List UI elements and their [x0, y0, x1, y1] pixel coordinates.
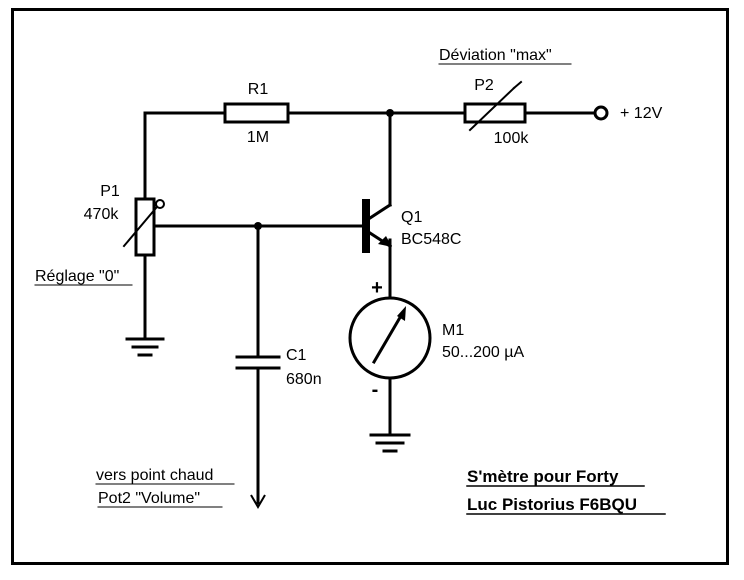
diagram-border	[11, 8, 729, 565]
p1-value: 470k	[84, 206, 120, 223]
ground-symbol	[369, 433, 411, 453]
m1-label: M1	[442, 322, 464, 339]
p1-title: Réglage "0"	[35, 268, 119, 285]
m1-range: 50...200 µA	[442, 344, 524, 361]
p2-value: 100k	[494, 130, 530, 147]
potentiometer-p1	[122, 197, 165, 257]
supply-terminal	[593, 105, 609, 121]
p1-label: P1	[100, 183, 120, 200]
capacitor-c1	[235, 355, 281, 370]
junction-dot	[254, 222, 262, 230]
q1-type: BC548C	[401, 231, 461, 248]
meter-minus-sign: -	[372, 379, 379, 401]
potentiometer-p2	[463, 80, 527, 132]
junction-dot	[386, 109, 394, 117]
r1-label: R1	[248, 81, 269, 98]
input-label-line2: Pot2 "Volume"	[98, 490, 200, 507]
c1-value: 680n	[286, 371, 322, 388]
transistor-q1	[362, 199, 393, 253]
diagram-author: Luc Pistorius F6BQU	[467, 495, 637, 514]
meter-plus-sign: +	[371, 277, 383, 299]
meter-m1	[348, 296, 432, 380]
r1-value: 1M	[247, 129, 269, 146]
p2-title: Déviation "max"	[439, 47, 552, 64]
q1-label: Q1	[401, 209, 422, 226]
supply-label: + 12V	[620, 105, 663, 122]
p2-label: P2	[474, 77, 494, 94]
wires	[143, 111, 596, 505]
c1-label: C1	[286, 347, 307, 364]
ground-symbol	[125, 337, 165, 357]
resistor-r1	[223, 102, 290, 124]
input-label-line1: vers point chaud	[96, 467, 213, 484]
diagram-title: S'mètre pour Forty	[467, 467, 619, 486]
input-arrow	[250, 494, 266, 509]
